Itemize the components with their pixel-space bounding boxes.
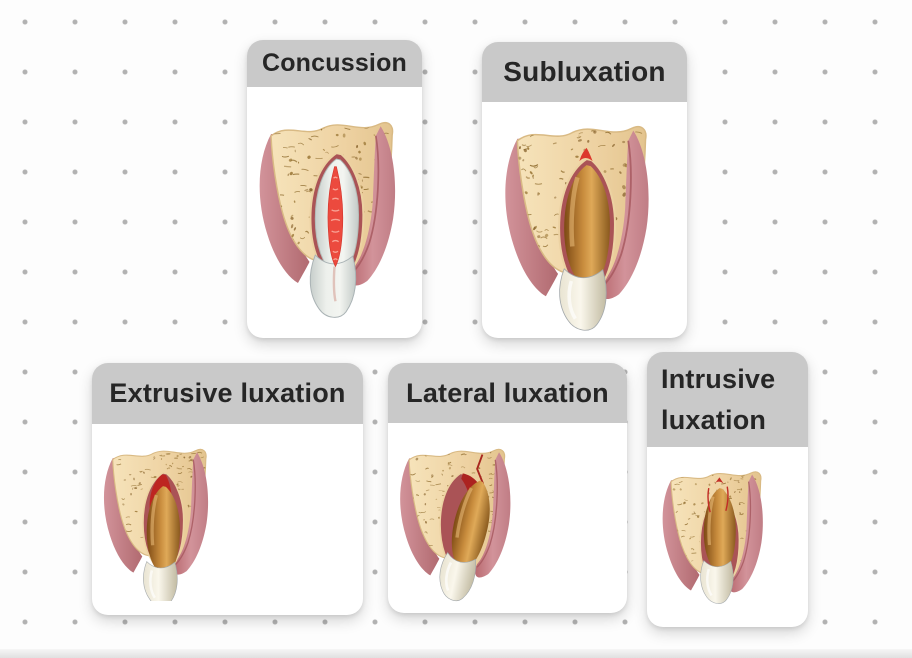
card-lateral-luxation[interactable]: Lateral luxation bbox=[388, 363, 627, 613]
intrusive-luxation-illustration bbox=[654, 452, 782, 618]
card-lateral-luxation-label-text: Lateral luxation bbox=[406, 377, 609, 408]
card-extrusive-luxation[interactable]: Extrusive luxation bbox=[92, 363, 363, 615]
card-subluxation-label-text: Subluxation bbox=[503, 56, 666, 87]
card-lateral-luxation-label: Lateral luxation bbox=[388, 363, 627, 423]
viewport-bottom-edge bbox=[0, 649, 912, 658]
card-concussion[interactable]: Concussion bbox=[247, 40, 422, 338]
card-concussion-label-text: Concussion bbox=[261, 49, 408, 77]
card-intrusive-luxation-label: Intrusive luxation bbox=[647, 352, 808, 447]
card-subluxation[interactable]: Subluxation bbox=[482, 42, 687, 338]
lateral-luxation-illustration bbox=[391, 429, 527, 604]
extrusive-luxation-illustration bbox=[95, 429, 228, 601]
card-extrusive-luxation-label-text: Extrusive luxation bbox=[109, 378, 346, 408]
card-concussion-label: Concussion bbox=[247, 40, 422, 87]
card-extrusive-luxation-label: Extrusive luxation bbox=[92, 363, 363, 424]
card-intrusive-luxation-label-text: Intrusive luxation bbox=[661, 363, 776, 435]
card-subluxation-label: Subluxation bbox=[482, 42, 687, 102]
subluxation-illustration bbox=[493, 100, 676, 334]
card-intrusive-luxation[interactable]: Intrusive luxation bbox=[647, 352, 808, 627]
concussion-illustration bbox=[248, 90, 421, 326]
